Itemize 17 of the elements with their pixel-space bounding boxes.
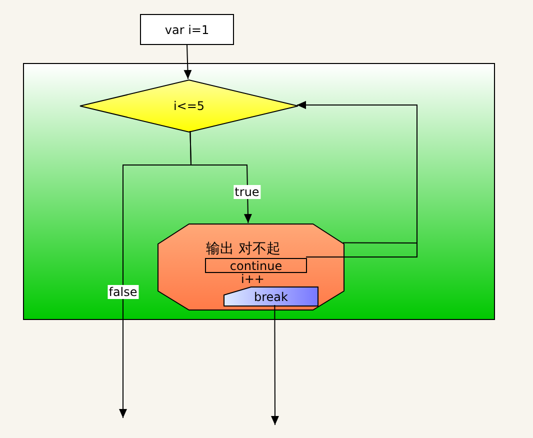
decision-diamond — [80, 80, 298, 132]
arrow — [184, 44, 192, 80]
node-label: 输出 对不起 — [206, 242, 280, 256]
node-label: break — [254, 290, 288, 304]
statement-box — [224, 287, 318, 306]
edge-label: false — [108, 285, 138, 299]
statement-box — [205, 258, 307, 273]
node-label: i<=5 — [173, 99, 205, 113]
process-box — [140, 14, 234, 45]
loop-area — [23, 63, 495, 320]
arrow — [270, 304, 279, 426]
arrow — [119, 130, 192, 418]
node-label: continue — [230, 258, 282, 272]
edge-label: true — [234, 185, 260, 199]
node-label: var i=1 — [164, 22, 210, 36]
process-octagon — [158, 224, 344, 310]
node-label: i++ — [241, 272, 264, 286]
